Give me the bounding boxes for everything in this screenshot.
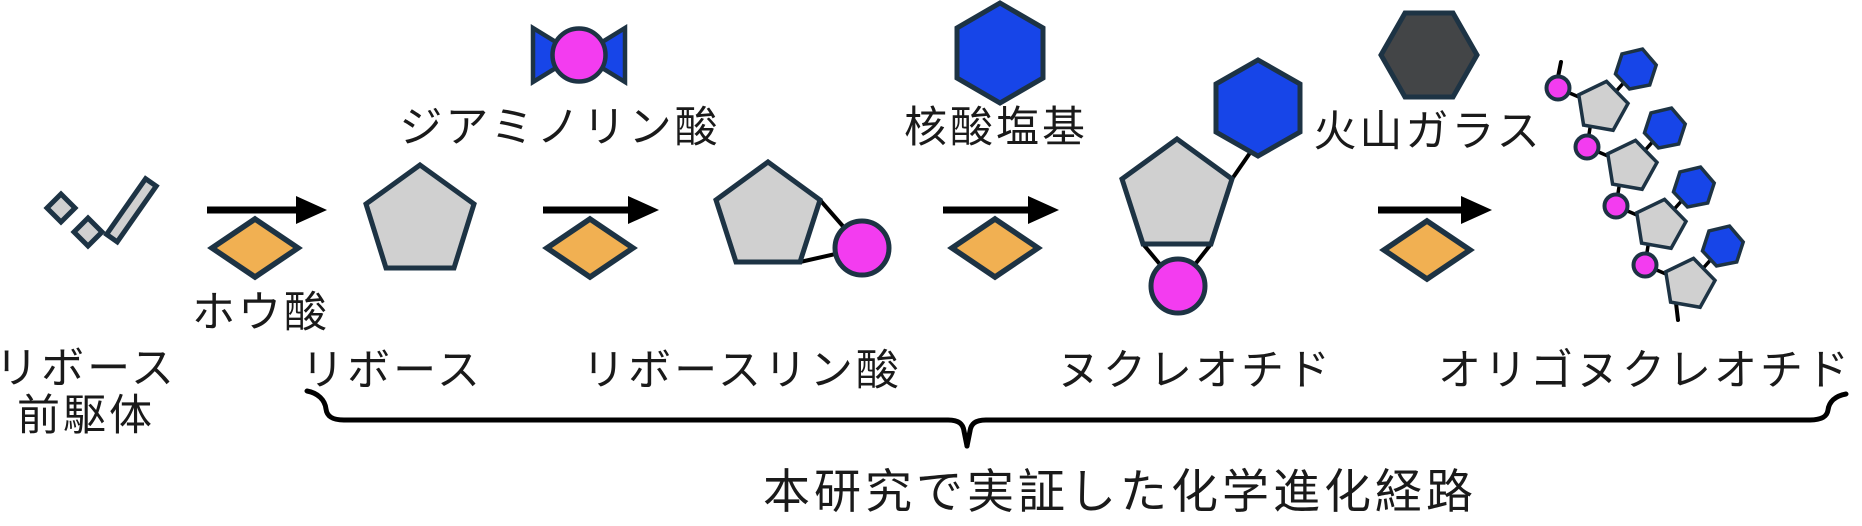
precursor-rod-icon: [103, 175, 160, 246]
chain-sugar-pentagon-icon: [1576, 79, 1631, 133]
sugar-pentagon-icon: [713, 158, 823, 265]
label-ribose-precursor-line2: 前駆体: [16, 392, 155, 441]
label-nucleotide: ヌクレオチド: [1057, 347, 1333, 395]
nucleobase-hexagon-icon: [954, 0, 1046, 106]
label-diamidophosphate: ジアミノリン酸: [399, 104, 721, 152]
label-ribose-phosphate: リボースリン酸: [582, 347, 902, 395]
ribose-precursor-icon: [43, 175, 160, 250]
chain-end-tick: [1674, 301, 1680, 322]
brace-left-half: [304, 388, 970, 449]
chain-phosphate-circle-icon: [1631, 251, 1659, 279]
chain-phosphate-circle-icon: [1602, 192, 1630, 220]
label-oligonucleotide: オリゴヌクレオチド: [1438, 347, 1852, 395]
oligonucleotide-icon: [1544, 47, 1746, 322]
reaction-arrow-3: [943, 196, 1059, 224]
label-boric-acid: ホウ酸: [192, 289, 330, 337]
reaction-arrow-2: [543, 196, 659, 224]
chain-end-tick: [1556, 60, 1563, 79]
chain-sugar-pentagon-icon: [1605, 138, 1660, 192]
chain-nucleobase-hexagon-icon: [1700, 224, 1746, 268]
diamidophosphate-icon: [530, 23, 628, 87]
label-nucleobase: 核酸塩基: [904, 104, 1088, 152]
volcanic-glass-hexagon-icon: [1378, 10, 1480, 100]
bond-line: [1230, 148, 1254, 181]
chain-nucleobase-hexagon-icon: [1642, 106, 1688, 150]
ribose-pentagon-icon: [363, 161, 477, 271]
arrow-head: [1028, 196, 1059, 224]
chain-phosphate-circle-icon: [1573, 133, 1601, 161]
phosphate-circle-icon: [1148, 256, 1208, 316]
phosphate-circle-icon: [550, 26, 608, 84]
arrow-head: [296, 196, 327, 224]
catalyst-diamond-icon: [1379, 217, 1475, 283]
label-ribose-precursor-line1: リボース: [0, 345, 177, 393]
arrow-head: [628, 196, 659, 224]
chain-sugar-pentagon-icon: [1634, 197, 1689, 251]
precursor-diamond-icon: [43, 190, 79, 226]
nucleobase-hexagon-icon: [1213, 57, 1303, 159]
arrow-head: [1461, 196, 1492, 224]
phosphate-circle-icon: [832, 218, 892, 278]
chain-sugar-pentagon-icon: [1663, 256, 1718, 310]
label-ribose: リボース: [301, 347, 483, 395]
reaction-arrow-4: [1378, 196, 1492, 224]
pathway-caption: 本研究で実証した化学進化経路: [763, 465, 1477, 518]
catalyst-diamond-icon: [947, 215, 1043, 281]
chain-phosphate-circle-icon: [1544, 74, 1572, 102]
chain-nucleobase-hexagon-icon: [1613, 47, 1659, 91]
sugar-pentagon-icon: [1119, 135, 1235, 247]
reaction-arrow-1: [207, 196, 327, 224]
ribose-phosphate-icon: [713, 158, 892, 278]
catalyst-diamond-icon: [207, 215, 303, 281]
nucleotide-icon: [1119, 57, 1303, 316]
label-ribose-precursor: リボース 前駆体: [0, 345, 177, 441]
pathway-brace: [304, 388, 1849, 449]
chain-nucleobase-hexagon-icon: [1671, 165, 1717, 209]
precursor-diamond-icon: [70, 214, 106, 250]
label-volcanic-glass: 火山ガラス: [1313, 108, 1543, 156]
catalyst-diamond-icon: [542, 215, 638, 281]
brace-right-half: [964, 391, 1849, 449]
